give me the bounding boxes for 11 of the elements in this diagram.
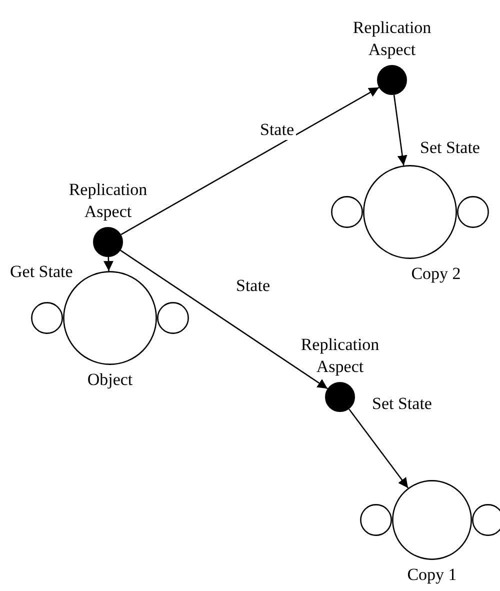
arrow — [120, 250, 328, 390]
arrow — [104, 256, 114, 272]
arrow — [348, 408, 409, 488]
arrow — [120, 86, 380, 236]
node-label: Replication Aspect — [300, 334, 380, 378]
node-label: Object — [86, 369, 134, 391]
node-label: Replication Aspect — [68, 179, 148, 223]
node-label: Replication Aspect — [352, 17, 432, 61]
node-label: Copy 2 — [410, 263, 462, 285]
arrow — [393, 94, 408, 166]
node-label: Copy 1 — [406, 564, 458, 586]
